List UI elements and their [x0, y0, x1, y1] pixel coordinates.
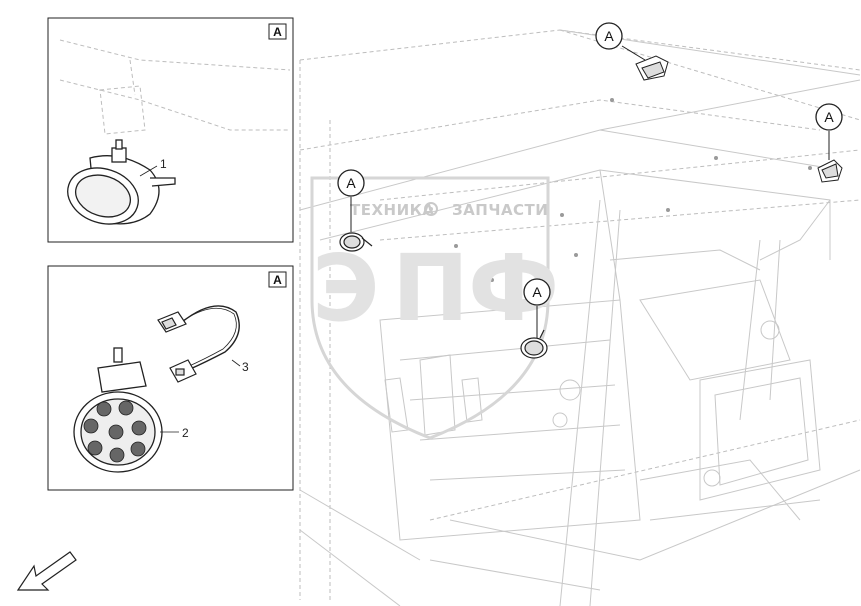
gear-icon [424, 202, 438, 216]
detail-box-1: A 1 [47, 17, 294, 243]
detail-box-2: A 3 [47, 265, 294, 491]
watermark-text-right: ЗАПЧАСТИ [452, 201, 548, 219]
callout-label: A [824, 109, 834, 125]
callout-number: 2 [182, 426, 189, 440]
watermark-text-left: ТЕХНИКА [350, 201, 435, 219]
cab-frame [299, 29, 861, 606]
lamp-oval-work-light [67, 139, 176, 225]
callout-number: 3 [242, 360, 249, 374]
work-lamp-front-right [520, 329, 548, 359]
detail-box-tag: A [273, 25, 282, 39]
callout-label: A [604, 28, 614, 44]
callout-a-roof-left: A [595, 22, 646, 61]
work-lamp-front-left [339, 232, 373, 252]
watermark-shield [310, 176, 550, 440]
roof-lamp-rear-right [817, 159, 843, 183]
callout-number: 1 [160, 157, 167, 171]
machine-lineart [299, 29, 861, 600]
callout-a-roof-right: A [815, 103, 843, 160]
watermark-letter-2: П [392, 235, 469, 342]
roof-bolts [454, 98, 812, 282]
callout-a-front-right: A [523, 278, 551, 338]
connector-male [169, 359, 197, 383]
watermark-logo: ТЕХНИКА ЗАПЧАСТИ Э П Ф [310, 176, 559, 440]
ghost-bracket [59, 39, 291, 135]
wiring-harness [181, 305, 240, 371]
detail-box-tag: A [273, 273, 282, 287]
callout-label: A [532, 284, 542, 300]
box-tag-frame [268, 23, 287, 40]
connector-female [157, 311, 187, 333]
callout-label: A [346, 175, 356, 191]
roof-lamp-rear-left [635, 55, 669, 81]
box-tag-frame [268, 271, 287, 288]
watermark-letter-1: Э [312, 235, 380, 342]
arrow-down-left-icon [16, 551, 77, 591]
callout-a-front-left: A [337, 169, 365, 232]
